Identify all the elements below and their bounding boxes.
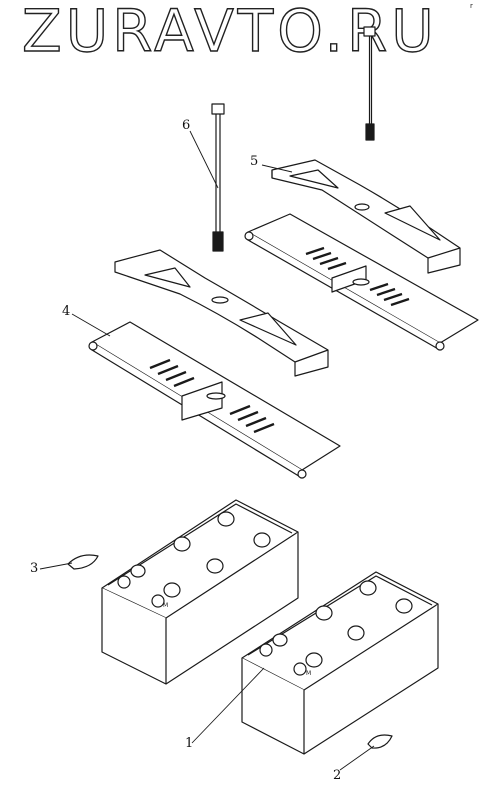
battery-right [241,571,439,755]
clamp-bracket-left [114,249,329,377]
terminal-mark-right: M [306,670,312,677]
leader-3 [39,562,73,570]
leader-6 [189,130,219,189]
battery-right-terminals [259,643,307,676]
battery-left-terminals [117,575,165,608]
battery-left-caps [130,511,271,598]
corner-mark: r [470,2,473,10]
terminal-mark-left: M [163,602,169,609]
strap-plate-right [244,213,479,351]
terminal-cover-3 [67,554,99,570]
callout-3: 3 [30,561,39,576]
callout-1: 1 [185,736,194,751]
callout-2: 2 [333,768,342,783]
leader-1 [191,667,265,744]
battery-left [101,499,299,685]
leader-2 [339,745,375,771]
bolt-6 [211,103,225,252]
callout-5: 5 [250,154,259,169]
clamp-bracket-right [271,159,461,274]
terminal-cover-2 [367,734,393,749]
leader-5 [261,164,293,173]
callout-6: 6 [182,118,191,133]
strap-plate-left [88,321,341,479]
battery-right-caps [272,580,413,668]
bolt-right [363,26,376,141]
callout-4: 4 [62,304,71,319]
leader-4 [71,313,111,337]
